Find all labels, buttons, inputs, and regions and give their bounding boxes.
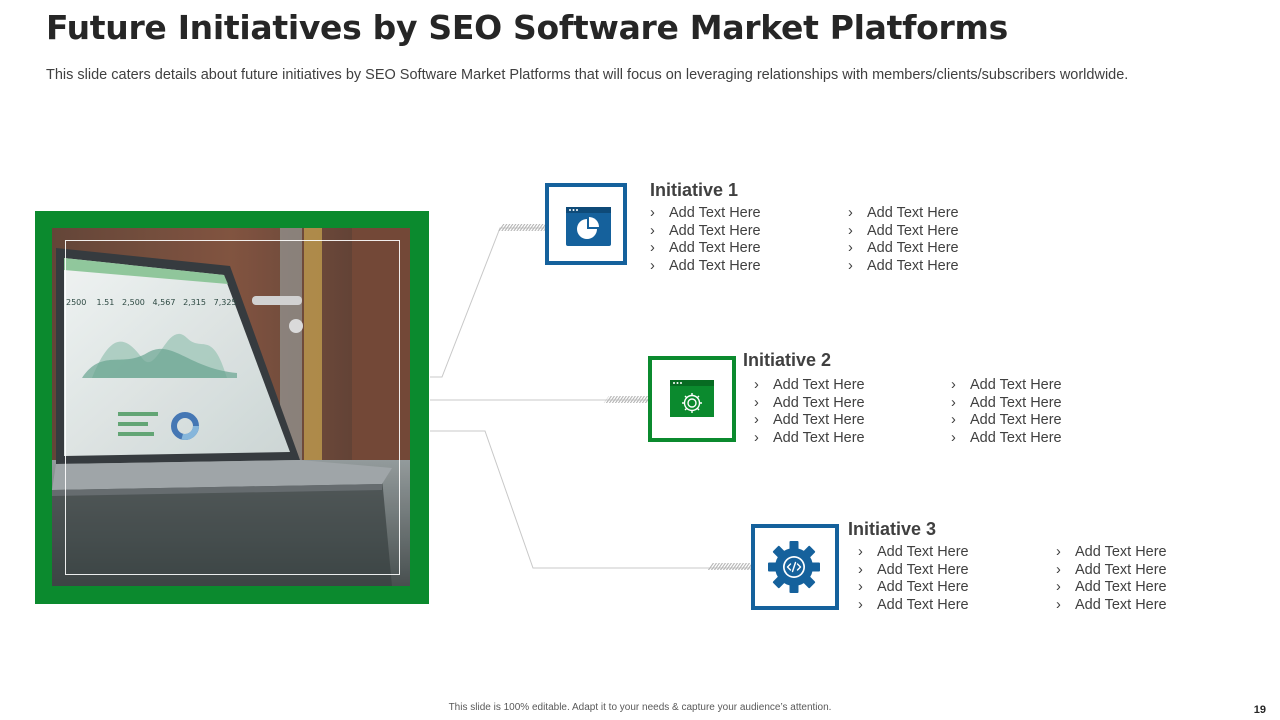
list-item: ›Add Text Here [1056,579,1167,596]
list-item: ›Add Text Here [848,240,959,257]
list-item: ›Add Text Here [858,561,969,578]
screen-stat: 2,500 [121,298,145,307]
initiative-2-title: Initiative 2 [743,350,832,370]
initiative-2-list-col2: ›Add Text Here ›Add Text Here ›Add Text … [951,377,1062,447]
screen-stat: 7,325 [213,298,237,307]
list-item: ›Add Text Here [951,429,1062,446]
list-item: ›Add Text Here [858,579,969,596]
list-item: ›Add Text Here [858,596,969,613]
list-item: ›Add Text Here [650,240,761,257]
initiative-1-list-col2: ›Add Text Here ›Add Text Here ›Add Text … [848,205,959,275]
list-item: ›Add Text Here [650,222,761,239]
list-item: ›Add Text Here [754,377,865,393]
list-item: ›Add Text Here [951,377,1062,393]
initiative-3-list-col2: ›Add Text Here ›Add Text Here ›Add Text … [1056,544,1167,614]
initiative-2-list-col1: ›Add Text Here ›Add Text Here ›Add Text … [754,377,865,447]
laptop-analytics-photo: 2500 1.51 2,500 4,567 2,315 7,325 [52,228,410,586]
code-gear-icon [768,541,820,593]
list-item: ›Add Text Here [650,205,761,221]
footer-note: This slide is 100% editable. Adapt it to… [448,702,832,713]
gear-window-icon [670,380,714,417]
screen-stat: 2,315 [183,298,206,307]
screen-stat: 2500 [66,298,87,307]
pie-chart-window-icon [566,207,611,246]
list-item: ›Add Text Here [754,412,865,429]
initiative-3-title: Initiative 3 [848,519,937,539]
initiative-3-icon-box [751,524,839,610]
list-item: ›Add Text Here [1056,544,1167,560]
screen-stat: 4,567 [152,298,176,307]
initiative-2-icon-box [648,356,736,442]
initiative-3-list-col1: ›Add Text Here ›Add Text Here ›Add Text … [858,544,969,614]
page-number: 19 [1253,704,1266,716]
list-item: ›Add Text Here [1056,561,1167,578]
list-item: ›Add Text Here [650,257,761,274]
list-item: ›Add Text Here [1056,596,1167,613]
list-item: ›Add Text Here [951,394,1062,411]
list-item: ›Add Text Here [848,205,959,221]
list-item: ›Add Text Here [951,412,1062,429]
list-item: ›Add Text Here [848,222,959,239]
screen-stat: 1.51 [96,298,115,307]
initiative-1-icon-box [545,183,627,265]
slide-subtitle: This slide caters details about future i… [46,67,1129,83]
list-item: ›Add Text Here [754,394,865,411]
list-item: ›Add Text Here [754,429,865,446]
initiative-1-title: Initiative 1 [650,180,739,200]
list-item: ›Add Text Here [858,544,969,560]
initiative-1-list-col1: ›Add Text Here ›Add Text Here ›Add Text … [650,205,761,275]
list-item: ›Add Text Here [848,257,959,274]
slide-title: Future Initiatives by SEO Software Marke… [46,8,1008,47]
